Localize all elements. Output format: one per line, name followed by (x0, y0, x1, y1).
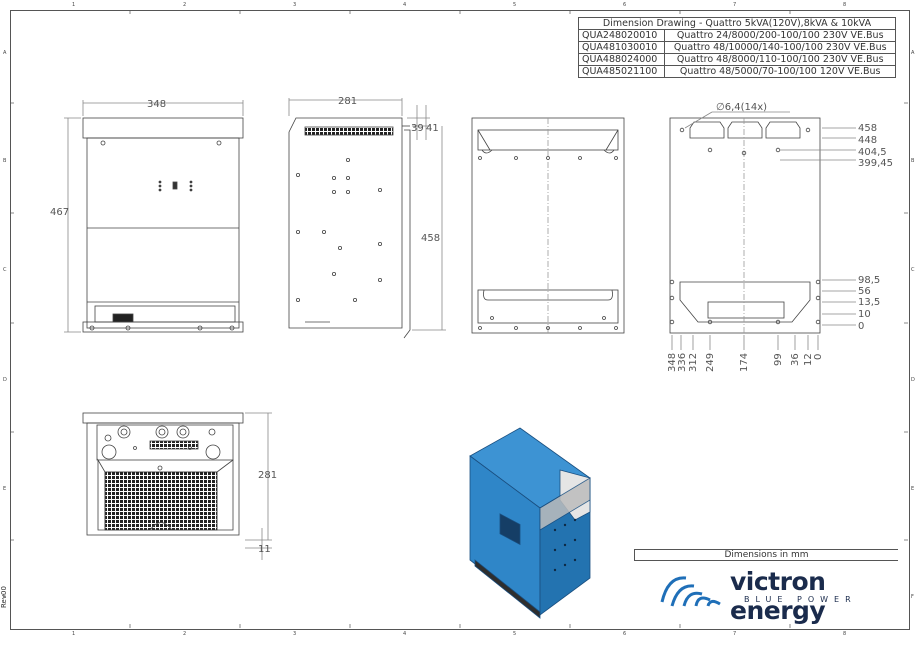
rear-view (471, 117, 625, 334)
side-height-dim: 458 (421, 233, 440, 244)
title-table: Dimension Drawing - Quattro 5kVA(120V),8… (577, 17, 896, 78)
mount-dim-right: 448 (858, 135, 877, 146)
mount-dim-bottom: 312 (688, 353, 699, 372)
front-height-dim: 467 (50, 207, 69, 218)
col-ref-6-bottom: 6 (623, 631, 627, 637)
col-ref-5: 5 (513, 2, 517, 8)
mount-dim-right: 404,5 (858, 147, 887, 158)
row-ref-a-right: A (911, 50, 915, 56)
mount-dim-right: 56 (858, 286, 871, 297)
side-view (288, 98, 446, 339)
bottom-depth-dim: 281 (258, 470, 277, 481)
row-ref-c-right: C (911, 267, 915, 273)
mount-dim-right: 10 (858, 309, 871, 320)
col-ref-2: 2 (183, 2, 187, 8)
col-ref-8-bottom: 8 (843, 631, 847, 637)
mount-dim-bottom: 99 (773, 353, 784, 366)
mount-dim-bottom: 0 (813, 354, 824, 360)
front-width-dim: 348 (147, 99, 166, 110)
row-ref-d-right: D (911, 377, 915, 383)
row-ref-b-right: B (911, 158, 915, 164)
brand-tagline: BLUE POWER (744, 595, 857, 604)
row-ref-b: B (3, 158, 7, 164)
col-ref-1-bottom: 1 (72, 631, 76, 637)
side-top-dim-b: 41 (426, 123, 439, 134)
revision-label: Rev00 (0, 586, 8, 608)
side-depth-dim: 281 (338, 96, 357, 107)
col-ref-7: 7 (733, 2, 737, 8)
col-ref-1: 1 (72, 2, 76, 8)
col-ref-3: 3 (293, 2, 297, 8)
col-ref-4: 4 (403, 2, 407, 8)
mount-dim-right: 0 (858, 321, 864, 332)
mount-dim-bottom: 174 (739, 353, 750, 372)
row-ref-e: E (3, 486, 7, 492)
row-ref-f-right: F (911, 594, 914, 600)
row-ref-e-right: E (911, 486, 915, 492)
bottom-foot-dim: 11 (258, 544, 271, 555)
mount-dim-right: 13,5 (858, 297, 880, 308)
col-ref-3-bottom: 3 (293, 631, 297, 637)
product-model: Quattro 48/5000/70-100/100 120V VE.Bus (664, 65, 896, 78)
col-ref-5-bottom: 5 (513, 631, 517, 637)
mount-dim-right: 458 (858, 123, 877, 134)
units-label: Dimensions in mm (634, 549, 898, 561)
hole-diameter-label: ∅6,4(14x) (716, 102, 767, 113)
row-ref-f: F (3, 594, 6, 600)
col-ref-6: 6 (623, 2, 627, 8)
mount-dim-bottom: 336 (677, 353, 688, 372)
brand-name: victron energy (730, 567, 826, 625)
col-ref-2-bottom: 2 (183, 631, 187, 637)
row-ref-a: A (3, 50, 7, 56)
mounting-view (669, 111, 856, 350)
mount-dim-bottom: 348 (667, 353, 678, 372)
col-ref-7-bottom: 7 (733, 631, 737, 637)
mount-dim-bottom: 12 (803, 353, 814, 366)
product-code: QUA485021100 (577, 65, 666, 78)
product-isometric-image (469, 427, 591, 619)
row-ref-d: D (3, 377, 7, 383)
mount-dim-bottom: 249 (705, 353, 716, 372)
mount-dim-bottom: 36 (790, 353, 801, 366)
mount-dim-right: 98,5 (858, 275, 880, 286)
side-top-dim-a: 39 (411, 123, 424, 134)
row-ref-c: C (3, 267, 7, 273)
mount-dim-right: 399,45 (858, 158, 893, 169)
front-view (64, 100, 244, 333)
col-ref-4-bottom: 4 (403, 631, 407, 637)
col-ref-8: 8 (843, 2, 847, 8)
victron-logo-icon (660, 576, 721, 607)
bottom-view (82, 412, 272, 560)
